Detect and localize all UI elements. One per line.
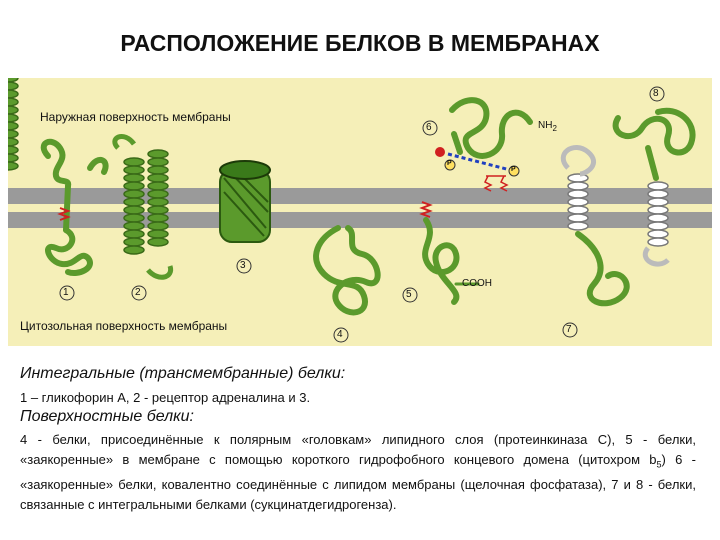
heading-peripheral: Поверхностные белки:	[20, 408, 194, 425]
nh2-label: NH2	[538, 120, 557, 133]
phosphate-label-2: P	[511, 166, 516, 173]
number-circles	[59, 86, 665, 343]
protein-6-number: 6	[426, 122, 432, 133]
membrane-outer-leaflet	[8, 188, 712, 204]
protein-3	[219, 160, 271, 243]
protein-2-number: 2	[135, 287, 141, 298]
protein-1-number: 1	[63, 287, 69, 298]
protein-6	[449, 97, 533, 159]
protein-1	[40, 138, 109, 276]
protein-4	[313, 225, 381, 316]
protein-3-number: 3	[240, 260, 246, 271]
protein-4-number: 4	[337, 329, 343, 340]
page-title: РАСПОЛОЖЕНИЕ БЕЛКОВ В МЕМБРАНАХ	[120, 30, 600, 56]
lipid-anchor-icon	[435, 147, 445, 157]
phosphate-label-1: P	[447, 160, 452, 167]
protein-1-helix	[57, 207, 71, 221]
protein-2	[8, 78, 169, 255]
protein-8-number: 8	[653, 88, 659, 99]
outer-surface-label: Наружная поверхность мембраны	[40, 110, 231, 124]
protein-5	[422, 217, 480, 305]
membrane-drawing	[8, 78, 712, 343]
membrane-diagram: Наружная поверхность мембраны Цитозольна…	[8, 78, 712, 346]
cooh-label: COOH	[462, 278, 492, 289]
integral-list: 1 – гликофорин А, 2 - рецептор адреналин…	[20, 390, 311, 405]
heading-integral: Интегральные (трансмембранные) белки:	[20, 365, 346, 382]
peripheral-description: 4 - белки, присоединённые к полярным «го…	[20, 432, 696, 512]
protein-7-integral	[567, 173, 589, 231]
protein-5-anchor	[419, 201, 433, 218]
protein-7	[575, 231, 630, 307]
protein-5-number: 5	[406, 289, 412, 300]
protein-8	[612, 107, 696, 181]
membrane-inner-leaflet	[8, 212, 712, 228]
protein-7-number: 7	[566, 324, 572, 335]
inner-surface-label: Цитозольная поверхность мембраны	[20, 319, 228, 333]
protein-8-integral	[647, 181, 669, 247]
